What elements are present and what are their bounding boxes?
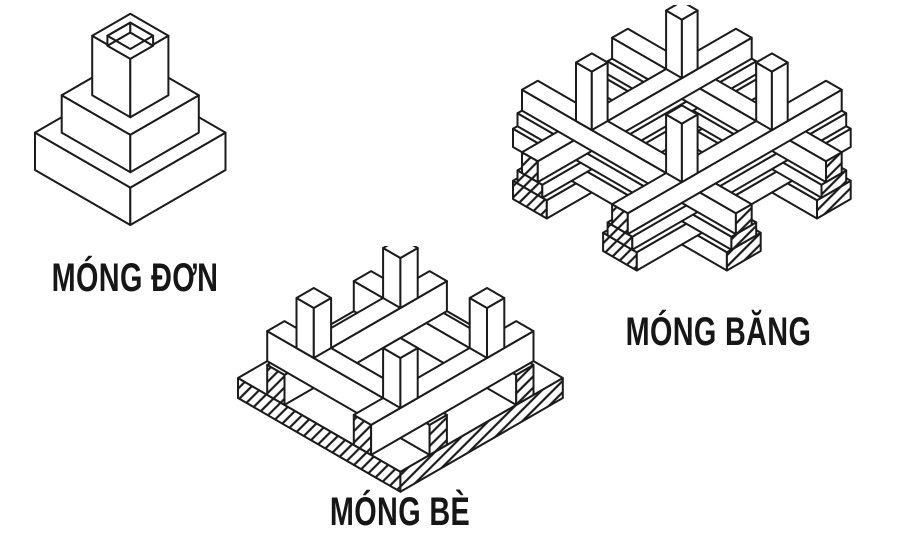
label-mong-be: MÓNG BÈ (329, 490, 471, 534)
isolated-footing-drawing (34, 12, 227, 226)
label-mong-don: MÓNG ĐƠN (51, 256, 219, 300)
raft-foundation-drawing (237, 246, 564, 493)
strip-foundation-drawing (512, 5, 852, 272)
label-mong-bang: MÓNG BĂNG (625, 310, 812, 354)
